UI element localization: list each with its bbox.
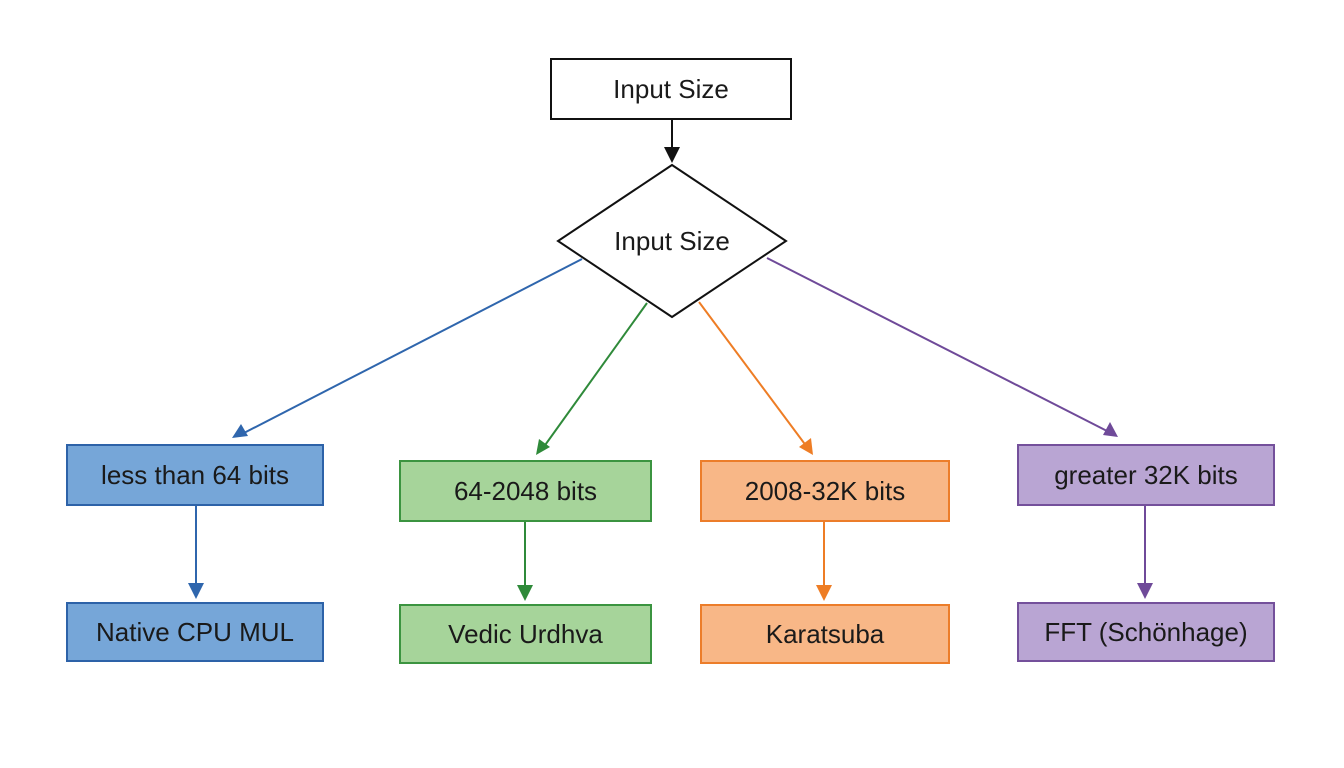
condition-node-4-label: greater 32K bits xyxy=(1054,459,1238,490)
decision-node-label: Input Size xyxy=(614,226,730,256)
branch-3-arrowhead xyxy=(799,438,813,455)
start-to-decision-arrowhead xyxy=(664,147,680,163)
branch-4-down-arrowhead xyxy=(1137,583,1153,599)
branch-3-down-arrowhead xyxy=(816,585,832,601)
branch-2-down-arrowhead xyxy=(517,585,533,601)
algorithm-node-3: Karatsuba xyxy=(700,604,950,664)
algorithm-node-4-label: FFT (Schönhage) xyxy=(1044,616,1248,647)
condition-node-2: 64-2048 bits xyxy=(399,460,652,522)
condition-node-1-label: less than 64 bits xyxy=(101,459,289,490)
condition-node-4: greater 32K bits xyxy=(1017,444,1275,506)
condition-node-3-label: 2008-32K bits xyxy=(744,475,906,506)
algorithm-node-4: FFT (Schönhage) xyxy=(1017,602,1275,662)
algorithm-node-2-label: Vedic Urdhva xyxy=(448,618,603,649)
algorithm-node-1: Native CPU MUL xyxy=(66,602,324,662)
start-node-label: Input Size xyxy=(613,73,729,104)
decision-diamond xyxy=(556,163,788,319)
algorithm-node-3-label: Karatsuba xyxy=(765,618,885,649)
start-node: Input Size xyxy=(550,58,792,120)
branch-1-arrowhead xyxy=(232,424,248,438)
condition-node-3: 2008-32K bits xyxy=(700,460,950,522)
branch-1-connector xyxy=(241,258,583,435)
algorithm-node-1-label: Native CPU MUL xyxy=(96,616,294,647)
condition-node-1: less than 64 bits xyxy=(66,444,324,506)
branch-2-connector xyxy=(542,302,648,449)
branch-1-down-arrowhead xyxy=(188,583,204,599)
branch-3-connector xyxy=(698,301,808,448)
condition-node-2-label: 64-2048 bits xyxy=(453,475,598,506)
branch-4-connector xyxy=(766,257,1110,433)
algorithm-node-2: Vedic Urdhva xyxy=(399,604,652,664)
branch-2-arrowhead xyxy=(536,439,550,455)
branch-4-arrowhead xyxy=(1103,422,1118,437)
